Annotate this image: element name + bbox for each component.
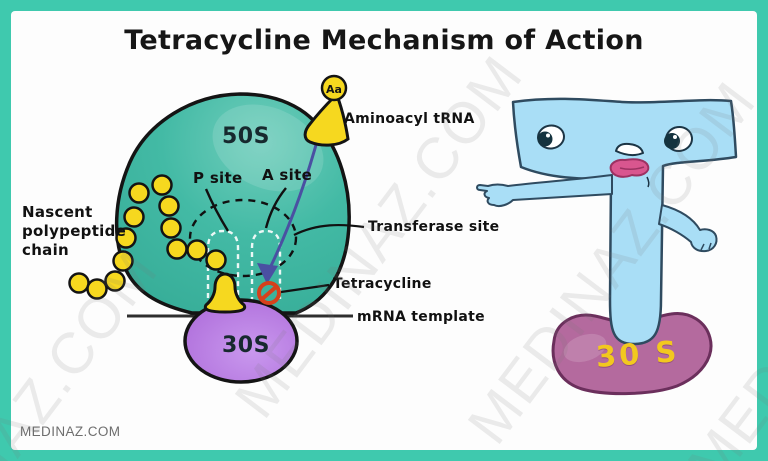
label-50s: 50S (222, 124, 270, 149)
transferase-pointer-line (293, 223, 365, 236)
character-drool-line (646, 176, 650, 188)
page-title: Tetracycline Mechanism of Action (124, 25, 644, 56)
a-site-pointer (264, 187, 287, 229)
label-30s: 30S (222, 333, 270, 358)
character-mouth (615, 142, 644, 157)
label-a-site: A site (262, 166, 313, 184)
label-aminoacyl-trna: Aminoacyl tRNA (344, 111, 475, 127)
character-blob-highlight (563, 333, 607, 363)
trna-channels (206, 229, 282, 307)
label-nascent-chain: Nascent polypeptide chain (22, 203, 127, 259)
transferase-site-outline (188, 198, 298, 278)
character-t-body (511, 97, 738, 346)
character-30s-label: 30 S (594, 334, 681, 374)
character-tongue-line (619, 166, 645, 171)
aminoacyl-trna-shape (303, 94, 350, 147)
label-mrna-template: mRNA template (357, 309, 485, 325)
character-right-arm (658, 204, 718, 253)
nascent-polypeptide-beads (68, 174, 227, 300)
site-credit: MEDINAZ.COM (20, 424, 121, 439)
tetracycline-block-icon (257, 281, 281, 305)
character-pointing-arm (476, 174, 613, 208)
tetracycline-pointer-line (280, 283, 330, 294)
ribosome-50s-highlight (212, 104, 324, 192)
character-fist-lines (700, 242, 712, 251)
p-site-trna (203, 272, 247, 314)
amino-acid-circle (320, 74, 348, 102)
amino-acid-label: Aa (326, 83, 342, 96)
character-30s-blob (551, 312, 713, 396)
p-site-pointer (204, 188, 230, 232)
character-right-eye (664, 125, 693, 153)
label-p-site: P site (193, 169, 243, 187)
inhibition-arrow-line (268, 133, 321, 269)
label-tetracycline: Tetracycline (333, 276, 432, 292)
character-tongue (609, 158, 650, 178)
inhibition-arrow-head (257, 263, 278, 284)
label-transferase-site: Transferase site (368, 219, 500, 235)
character-left-eye (537, 124, 565, 150)
